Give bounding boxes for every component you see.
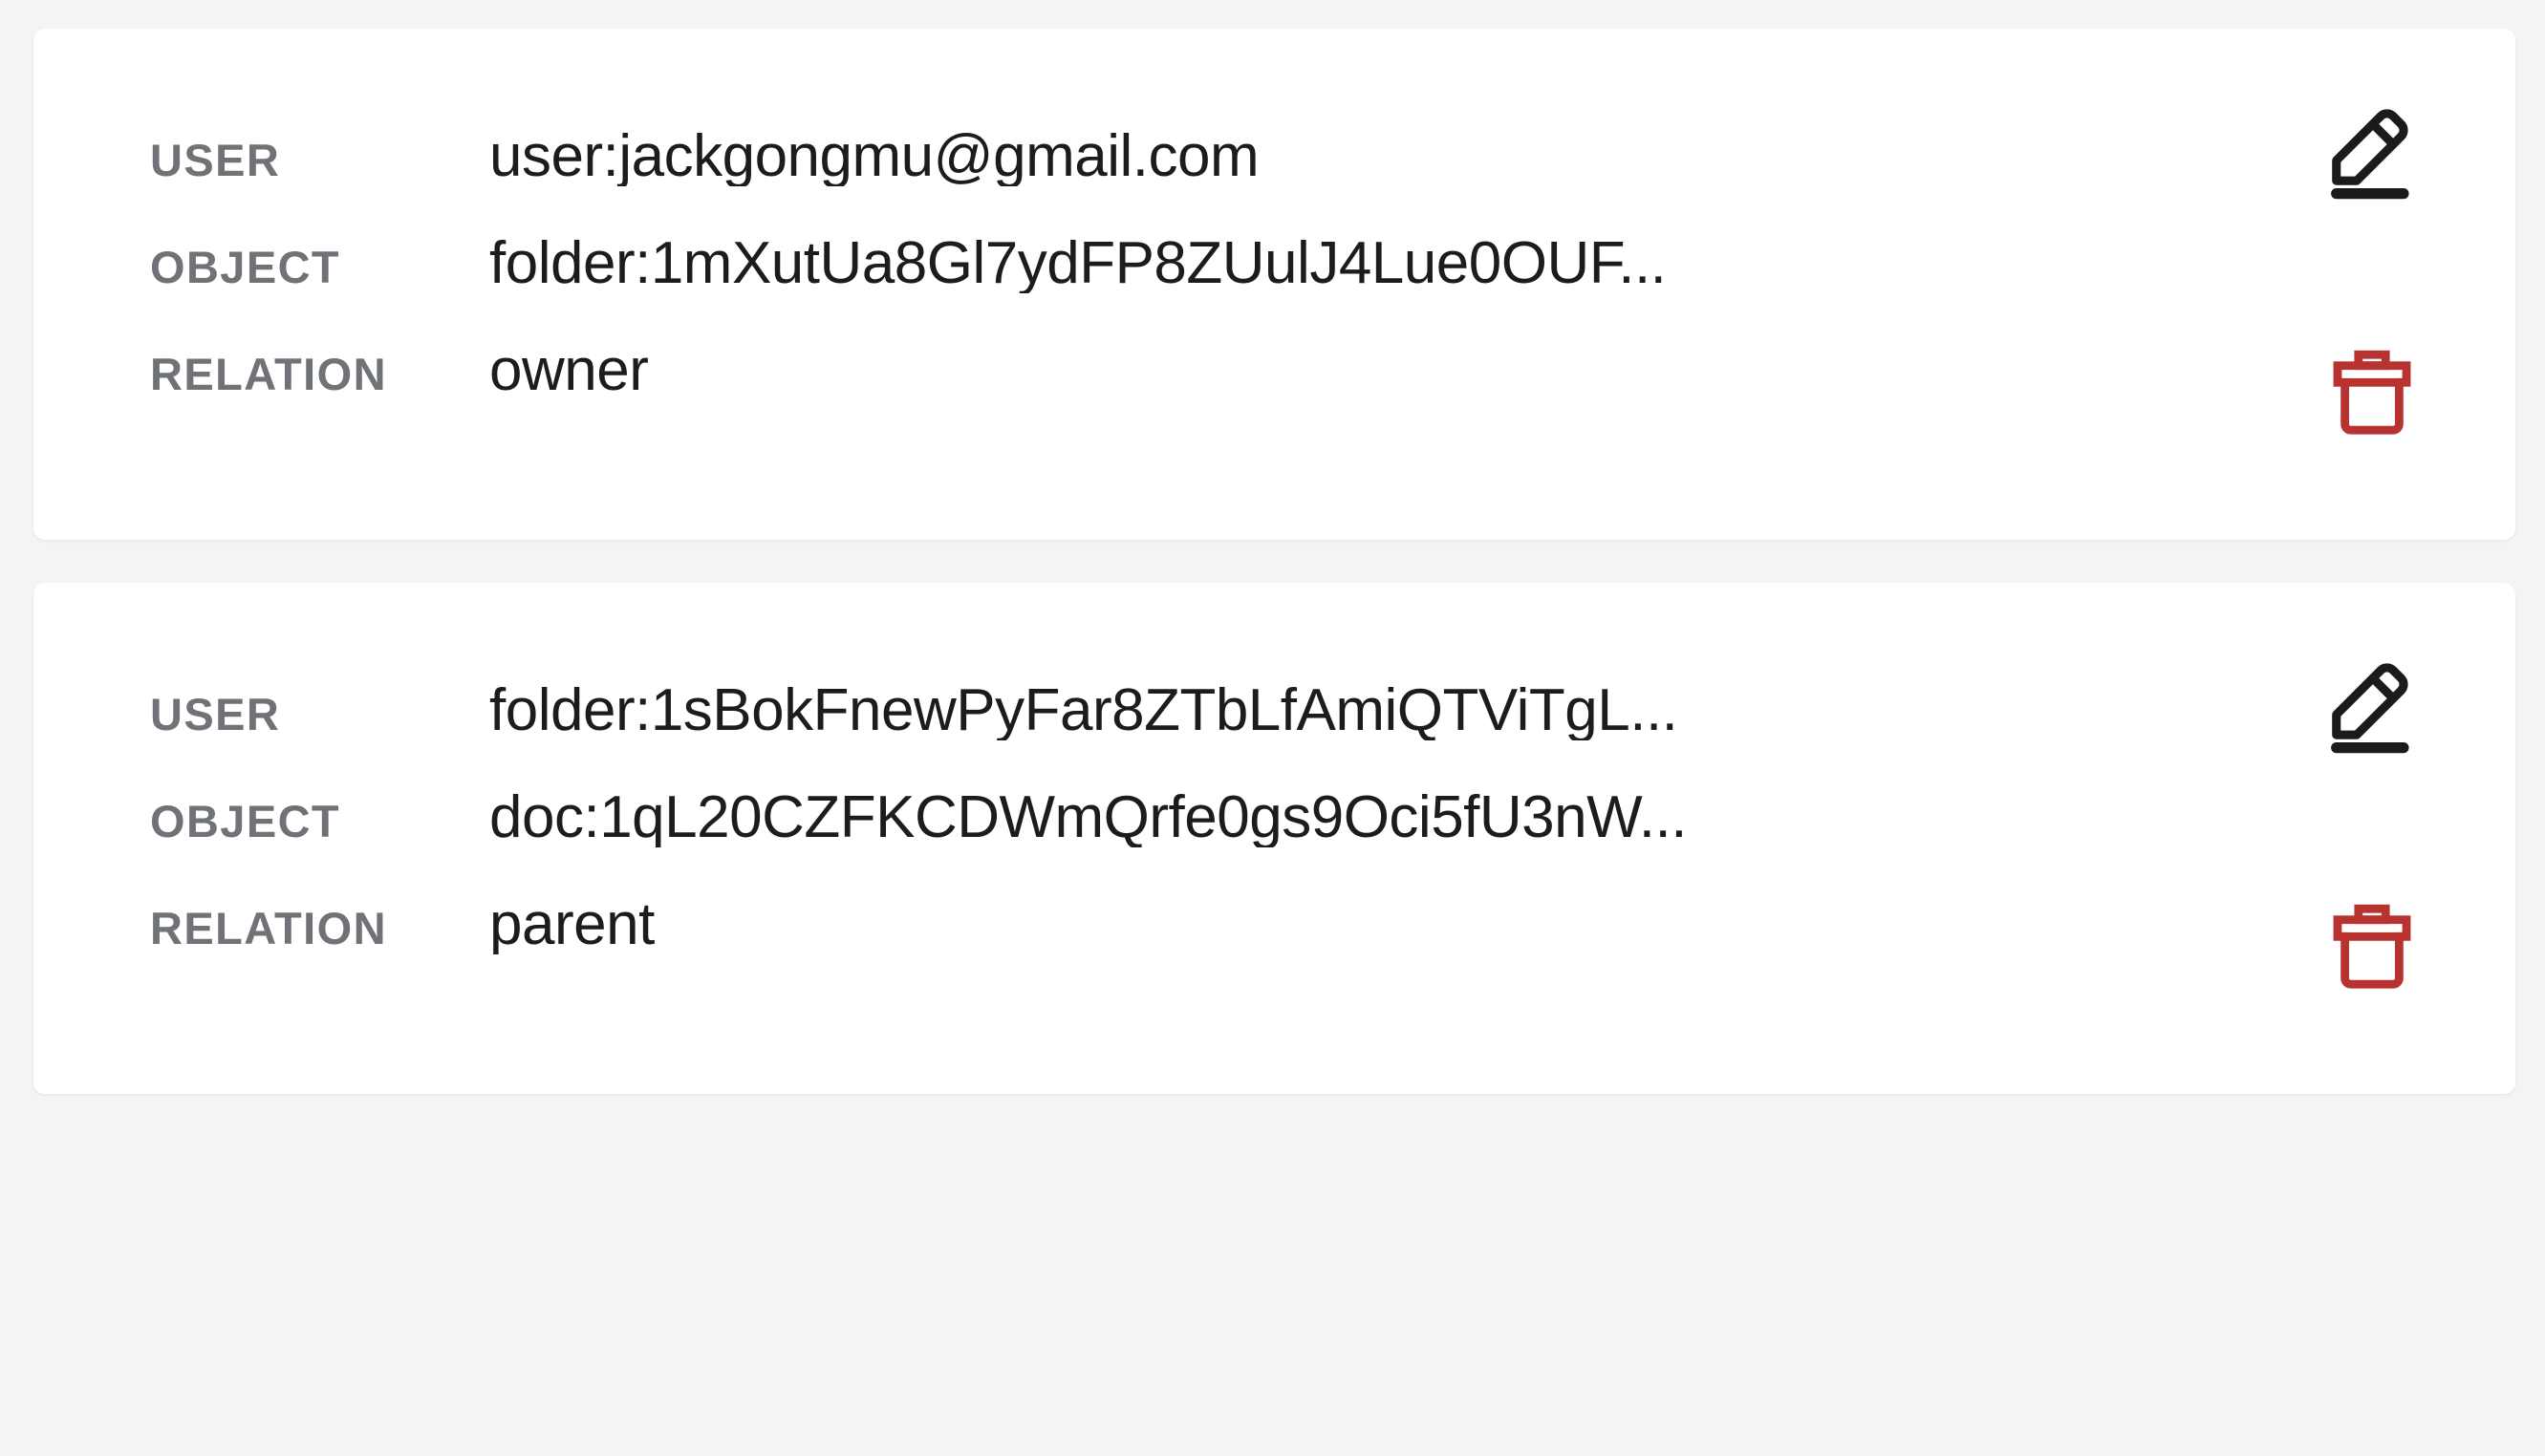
field-label-user: USER — [150, 689, 281, 739]
tuple-card-body: USER folder:1sBokFnewPyFar8ZTbLfAmiQTViT… — [33, 583, 2515, 1094]
field-label-object: OBJECT — [150, 796, 341, 846]
trash-delete-icon — [2328, 342, 2416, 438]
field-value-object: doc:1qL20CZFKCDWmQrfe0gs9Oci5fU3nW... — [489, 788, 1687, 847]
field-label-relation: RELATION — [150, 903, 387, 953]
field-row-relation: RELATION parent — [33, 895, 2515, 1002]
field-value-user: user:jackgongmu@gmail.com — [489, 127, 1260, 186]
field-label-relation: RELATION — [150, 349, 387, 399]
pencil-edit-icon — [2322, 655, 2422, 755]
pencil-edit-icon — [2322, 101, 2422, 201]
tuple-card-actions — [2301, 29, 2426, 540]
field-row-user: USER user:jackgongmu@gmail.com — [33, 127, 2515, 234]
delete-tuple-button[interactable] — [2319, 336, 2426, 443]
tuple-card-actions — [2301, 583, 2426, 1094]
tuple-fields: USER user:jackgongmu@gmail.com OBJECT fo… — [33, 127, 2515, 448]
field-row-user: USER folder:1sBokFnewPyFar8ZTbLfAmiQTViT… — [33, 681, 2515, 788]
field-label-user: USER — [150, 135, 281, 185]
field-row-object: OBJECT folder:1mXutUa8Gl7ydFP8ZUulJ4Lue0… — [33, 234, 2515, 341]
edit-tuple-button[interactable] — [2319, 652, 2426, 759]
field-value-relation: owner — [489, 341, 649, 400]
field-value-object: folder:1mXutUa8Gl7ydFP8ZUulJ4Lue0OUF... — [489, 234, 1667, 293]
trash-delete-icon — [2328, 896, 2416, 992]
tuple-card: USER user:jackgongmu@gmail.com OBJECT fo… — [33, 29, 2515, 540]
field-label-object: OBJECT — [150, 242, 341, 292]
delete-tuple-button[interactable] — [2319, 890, 2426, 997]
field-value-relation: parent — [489, 895, 655, 954]
field-row-relation: RELATION owner — [33, 341, 2515, 448]
tuple-card: USER folder:1sBokFnewPyFar8ZTbLfAmiQTViT… — [33, 583, 2515, 1094]
edit-tuple-button[interactable] — [2319, 97, 2426, 204]
tuple-card-body: USER user:jackgongmu@gmail.com OBJECT fo… — [33, 29, 2515, 540]
field-row-object: OBJECT doc:1qL20CZFKCDWmQrfe0gs9Oci5fU3n… — [33, 788, 2515, 895]
field-value-user: folder:1sBokFnewPyFar8ZTbLfAmiQTViTgL... — [489, 681, 1678, 740]
tuple-fields: USER folder:1sBokFnewPyFar8ZTbLfAmiQTViT… — [33, 681, 2515, 1002]
